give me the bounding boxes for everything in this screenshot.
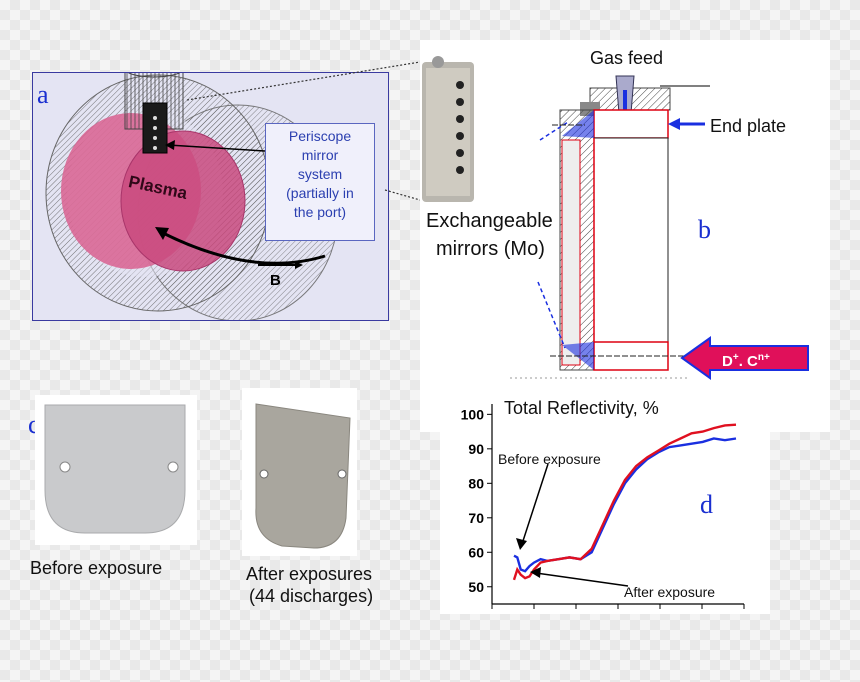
after-sample-photo (242, 388, 357, 556)
tokamak-illustration (45, 60, 339, 322)
diagnostic-port (124, 60, 184, 154)
y-tick-label: 80 (468, 475, 484, 491)
before-sample-photo (35, 395, 197, 545)
ion-flux-label: D+. Cn+ (722, 352, 770, 370)
panel-label-b: b (698, 215, 711, 244)
panel-label-a: a (37, 80, 49, 109)
panel-label-d: d (700, 490, 713, 519)
after-mirror-plate (255, 403, 351, 549)
annotation-after: After exposure (624, 584, 716, 600)
end-plate-label: End plate (710, 116, 787, 136)
field-label-b: B (270, 272, 281, 289)
panel-label-c: c (28, 410, 40, 439)
y-tick-label: 60 (468, 544, 484, 560)
holder-body (559, 109, 669, 371)
periscope-pointer-arrow (167, 144, 266, 152)
y-tick-label: 90 (468, 441, 484, 457)
mirrors-label-line-1: Exchangeable (424, 210, 555, 233)
before-annotation-arrow (521, 463, 549, 545)
before-annotation-arrowhead (516, 538, 527, 550)
after-caption-line-2: (44 discharges) (249, 586, 374, 606)
panel-d-reflectivity-chart: 50 60 70 80 90 100 (440, 392, 770, 614)
after-annotation-arrowhead (530, 567, 541, 578)
periscope-callout: Periscope mirror system (partially in th… (265, 123, 375, 241)
chart-axes (491, 404, 745, 609)
after-annotation-arrow (535, 572, 629, 587)
ion-flux-d-charge: + (732, 352, 739, 363)
before-mirror-plate (44, 404, 186, 534)
gas-feed-label: Gas feed (590, 48, 664, 68)
after-caption-line-1: After exposures (246, 564, 373, 584)
ion-flux-d: D (722, 353, 733, 370)
annotation-before: Before exposure (498, 451, 601, 467)
chart-series (512, 423, 737, 581)
reflectivity-chart: 50 60 70 80 90 100 (461, 404, 745, 609)
ion-flux-c-charge: n+ (757, 352, 770, 363)
periscope-line-2: mirror (301, 147, 339, 163)
after-exposure-curve (512, 423, 737, 581)
y-tick-label: 70 (468, 510, 484, 526)
ion-flux-arrow (680, 336, 809, 380)
y-tick-label: 100 (461, 406, 485, 422)
panel-a-tokamak-schematic (32, 60, 389, 322)
mirrors-label-line-2: mirrors (Mo) (434, 238, 547, 261)
ion-flux-c: . C (738, 353, 758, 370)
periscope-line-1: Periscope (288, 128, 352, 144)
panel-b-mirror-holder (420, 40, 830, 432)
periscope-line-3: system (297, 166, 343, 182)
y-tick-label: 50 (468, 579, 484, 595)
field-arrow (162, 231, 326, 265)
periscope-line-5: the port) (293, 204, 347, 220)
periscope-line-4: (partially in (286, 185, 354, 201)
before-caption: Before exposure (30, 558, 163, 578)
holder-drawing (422, 56, 809, 380)
mirror-holder-photo (422, 56, 474, 202)
chart-title: Total Reflectivity, % (504, 398, 659, 418)
chart-y-ticks: 50 60 70 80 90 100 (461, 406, 492, 595)
before-exposure-curve (513, 437, 737, 573)
chart-annotation-arrows (516, 463, 629, 587)
